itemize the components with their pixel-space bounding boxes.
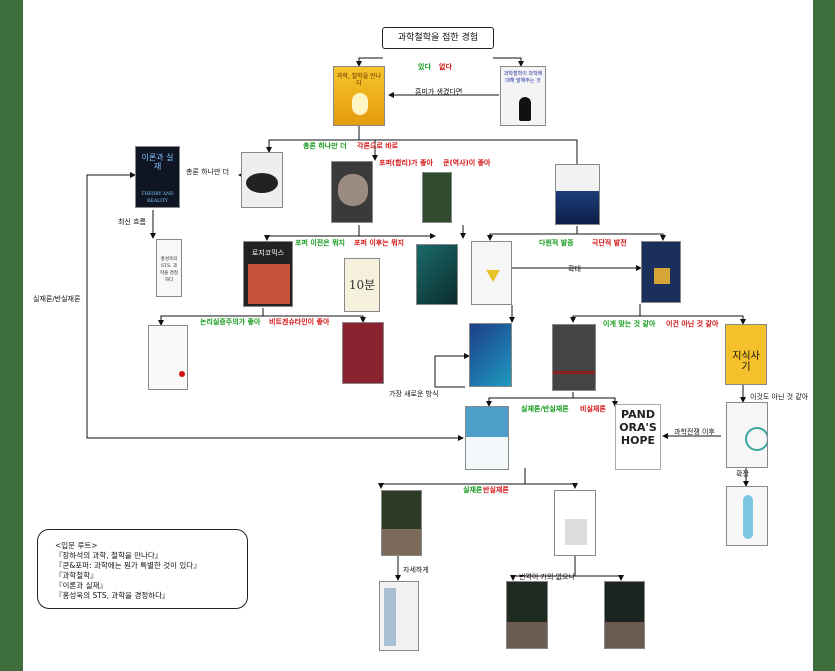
book-cover-green-dark[interactable] bbox=[381, 490, 422, 556]
label-realism-anti: 실재론/반실재론 bbox=[33, 295, 81, 303]
label-radical: 극단적 발전 bbox=[592, 239, 627, 247]
book-title: 홍성욱의 STS, 과학을 경정하다 bbox=[160, 257, 178, 283]
label-if-interested: 흥미가 생겼다면 bbox=[415, 88, 463, 96]
label-general-only: 총론 하나만 더 bbox=[186, 168, 230, 176]
book-cover-general[interactable] bbox=[241, 152, 283, 208]
book-cover-logicomix[interactable]: 로지코믹스 bbox=[243, 241, 293, 307]
label-popper: 포퍼(합리)가 좋아 bbox=[379, 159, 433, 167]
book-cover-intro[interactable]: 과학, 철학을 만나다 bbox=[333, 66, 385, 126]
wheel-icon bbox=[745, 427, 767, 451]
earth-image bbox=[556, 191, 599, 224]
portrait-image bbox=[605, 622, 644, 648]
label-anti-realism: 비실재론 bbox=[580, 405, 606, 413]
label-to-specific: 각론으로 바로 bbox=[357, 142, 399, 150]
label-yes: 있다 bbox=[418, 63, 431, 71]
label-pluralism: 다원적 발증 bbox=[539, 239, 574, 247]
label-not-this: 이것도 아닌 것 같아 bbox=[750, 393, 809, 401]
label-expand-1: 확대 bbox=[568, 265, 581, 273]
intro-heading: <입문 루트> bbox=[55, 541, 98, 550]
book-cover-grey[interactable] bbox=[552, 324, 596, 391]
label-realism-anti-2: 실재론/반실재론 bbox=[521, 405, 569, 413]
label-kuhn: 쿤(역사)이 좋아 bbox=[443, 159, 491, 167]
lightbulb-icon bbox=[352, 93, 368, 115]
label-before-popper: 포퍼 이전은 뭐지 bbox=[295, 239, 345, 247]
label-rarely-translated: 번역이 거의 없으니 bbox=[519, 573, 575, 581]
book-cover-knowledge[interactable]: 지식사기 bbox=[725, 324, 767, 385]
book-cover-light-blue[interactable] bbox=[465, 406, 509, 470]
start-node: 과학철학을 접한 경험 bbox=[382, 27, 494, 49]
label-newest-method: 가장 새로운 방식 bbox=[389, 390, 439, 398]
label-anti-realism-2: 반실재론 bbox=[483, 486, 509, 494]
intro-line: 『장하석의 과학, 철학을 만나다』 bbox=[55, 551, 163, 560]
person-silhouette-icon bbox=[519, 97, 531, 121]
book-cover-gimme[interactable]: 과학철학이 과학에 대해 말해주는 것 bbox=[500, 66, 546, 126]
label-wittgenstein: 비트겐슈타인이 좋아 bbox=[269, 318, 330, 326]
label-positivism: 논리실증주의가 좋아 bbox=[200, 318, 261, 326]
cover-image bbox=[565, 519, 587, 545]
eye-icon bbox=[246, 173, 278, 193]
book-title: 이론과 실재 bbox=[141, 153, 174, 171]
book-cover-navy[interactable] bbox=[641, 241, 681, 303]
red-dot-icon bbox=[179, 371, 185, 377]
book-title: 로지코믹스 bbox=[251, 249, 285, 257]
book-cover-kuhn[interactable] bbox=[422, 172, 452, 223]
book-cover-skeleton[interactable] bbox=[726, 486, 768, 546]
book-subtitle: THEORY AND REALITY bbox=[141, 192, 174, 204]
book-cover-triangle[interactable] bbox=[471, 241, 512, 305]
portrait-image bbox=[382, 529, 421, 555]
label-after-popper: 포퍼 이후는 뭐지 bbox=[354, 239, 404, 247]
book-cover-dark-2[interactable] bbox=[604, 581, 645, 649]
gold-emblem-icon bbox=[654, 268, 670, 284]
book-title: PANDORA'S HOPE bbox=[619, 408, 657, 447]
label-no: 없다 bbox=[439, 63, 452, 71]
label-after-science-wars: 과학전쟁 이후 bbox=[674, 428, 715, 436]
intro-line: 『쿤&포퍼: 과학에는 뭔가 특별한 것이 있다』 bbox=[55, 561, 201, 570]
triangle-icon bbox=[486, 270, 500, 282]
cover-band bbox=[466, 407, 508, 437]
book-cover-ten-minutes[interactable]: 10분 bbox=[344, 258, 380, 312]
label-seems-wrong: 이건 아닌 것 같아 bbox=[666, 320, 719, 328]
intro-line: 『이론과 실재』 bbox=[55, 581, 107, 590]
diagram-canvas: 과학철학을 접한 경험 있다 없다 흥미가 생겼다면 총론 하나만 더 각론으로… bbox=[23, 0, 813, 671]
label-expand-2: 확장 bbox=[736, 470, 749, 478]
book-cover-pandora[interactable]: PANDORA'S HOPE bbox=[615, 404, 661, 470]
book-title: 과학, 철학을 만나다 bbox=[336, 73, 382, 87]
book-cover-teal[interactable] bbox=[416, 244, 458, 305]
book-cover-wheel[interactable] bbox=[726, 402, 768, 468]
intro-line: 『과학철학』 bbox=[55, 571, 98, 580]
book-title: 10분 bbox=[348, 278, 376, 292]
intro-line: 『홍성욱의 STS, 과학을 경정하다』 bbox=[55, 591, 170, 600]
book-cover-maze[interactable] bbox=[148, 325, 188, 390]
label-seems-right: 이게 맞는 것 같아 bbox=[603, 320, 656, 328]
book-cover-blue[interactable] bbox=[469, 323, 512, 387]
book-cover-wittgenstein[interactable] bbox=[342, 322, 384, 384]
intro-route-box: <입문 루트> 『장하석의 과학, 철학을 만나다』 『쿤&포퍼: 과학에는 뭔… bbox=[37, 529, 248, 609]
stripe-decoration bbox=[553, 371, 595, 374]
label-in-detail: 자세하게 bbox=[403, 566, 429, 574]
connector-lines bbox=[86, 57, 749, 581]
book-cover-bhaskar[interactable] bbox=[379, 581, 419, 651]
book-cover-popper[interactable] bbox=[331, 161, 373, 223]
book-title: 지식사기 bbox=[732, 351, 760, 373]
skeleton-image bbox=[743, 495, 753, 539]
vertical-text-decoration bbox=[384, 588, 396, 646]
label-general-more: 총론 하나만 더 bbox=[303, 142, 347, 150]
portrait-image bbox=[507, 622, 547, 648]
book-cover-white[interactable] bbox=[554, 490, 596, 556]
portrait-image bbox=[338, 174, 368, 206]
cover-illustration bbox=[248, 264, 290, 304]
book-title: 과학철학이 과학에 대해 말해주는 것 bbox=[503, 71, 543, 84]
book-cover-dark-1[interactable] bbox=[506, 581, 548, 649]
book-cover-theory-reality[interactable]: 이론과 실재 THEORY AND REALITY bbox=[135, 146, 180, 208]
book-cover-science-sts[interactable]: 홍성욱의 STS, 과학을 경정하다 bbox=[156, 239, 182, 297]
label-realism: 실재론 bbox=[463, 486, 483, 494]
label-recent-trends: 최신 흐름 bbox=[118, 218, 146, 226]
book-cover-scientific-revolutions[interactable] bbox=[555, 164, 600, 225]
